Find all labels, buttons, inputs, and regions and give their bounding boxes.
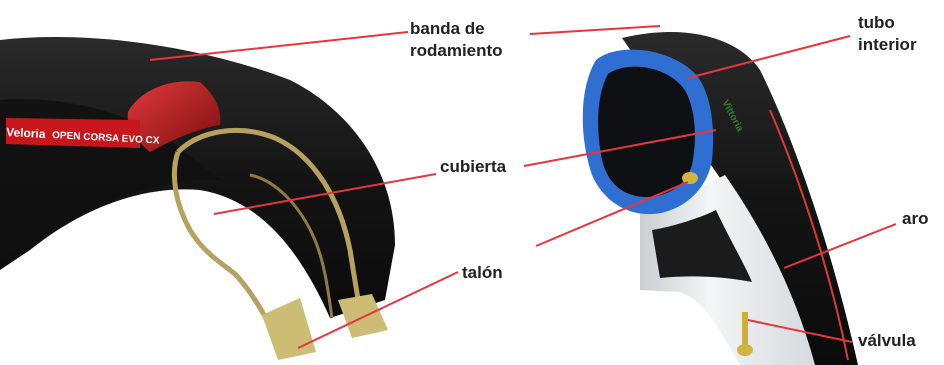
tube-valve-stem <box>682 172 698 184</box>
leader-banda-right <box>530 26 660 34</box>
right-wheel-illustration: Vittoria <box>583 32 858 365</box>
brand-logo-text: Veloria <box>6 125 46 141</box>
label-talon: talón <box>462 262 503 284</box>
inner-tube-hollow <box>598 67 695 197</box>
bead-tail-left <box>262 298 316 360</box>
label-banda-de-rodamiento: banda de rodamiento <box>410 18 530 62</box>
rim-valve-nut <box>737 344 753 356</box>
label-cubierta: cubierta <box>440 156 506 178</box>
label-tubo-interior: tubo interior <box>858 12 938 56</box>
label-valvula: válvula <box>858 330 916 352</box>
leader-banda-left <box>150 32 408 60</box>
left-tire-illustration: Veloria OPEN CORSA EVO CX <box>0 37 395 360</box>
label-aro: aro <box>902 208 928 230</box>
